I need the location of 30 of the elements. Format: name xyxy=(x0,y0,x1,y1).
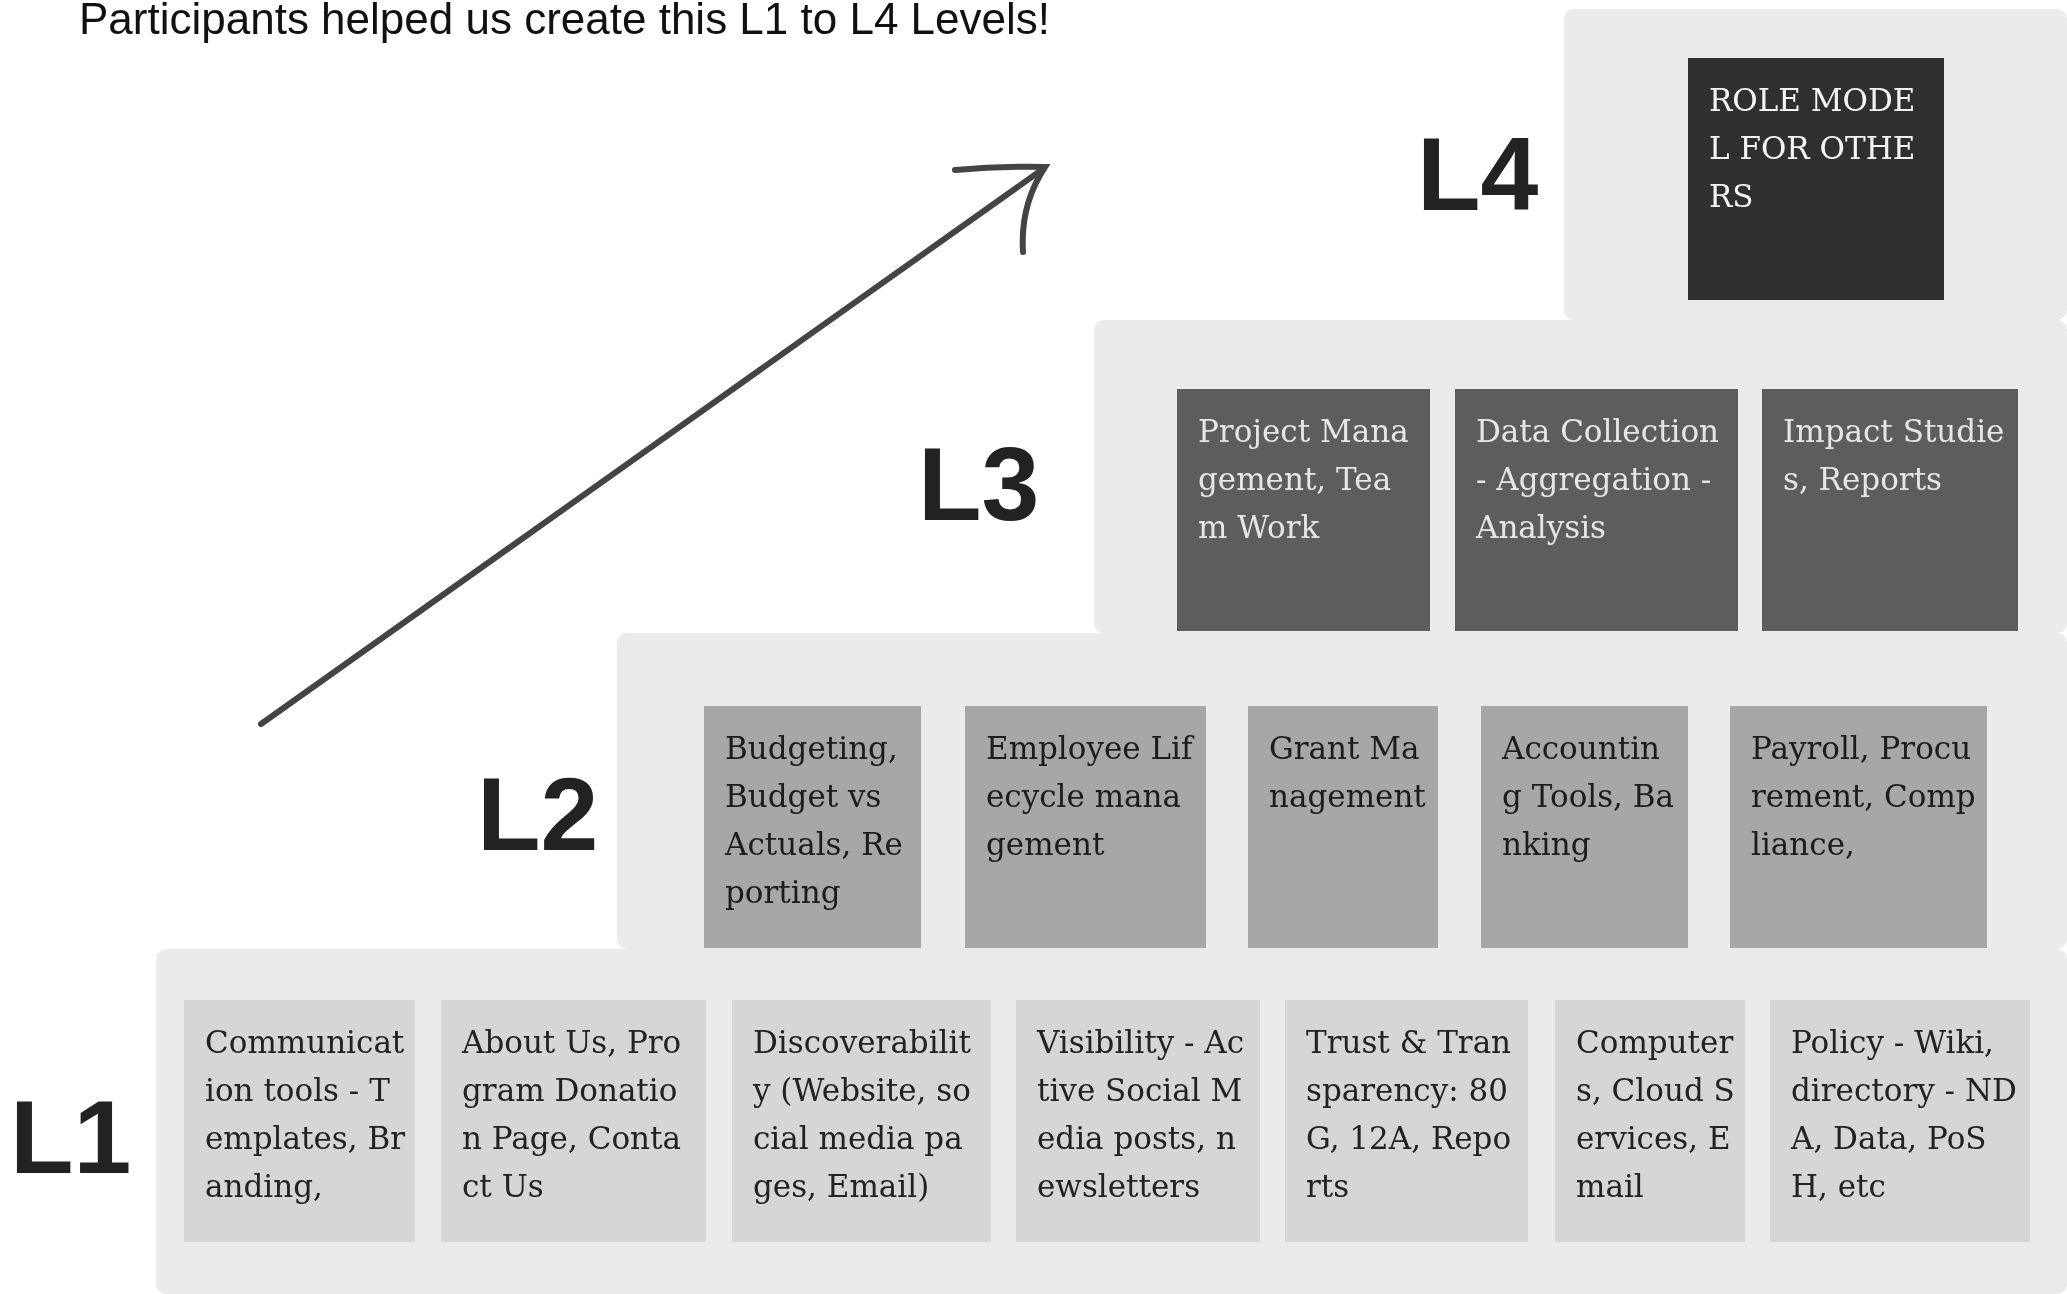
card-text: Accounting Tools, Banking xyxy=(1502,729,1676,864)
card-text: Budgeting, Budget vs Actuals, Reporting xyxy=(725,729,904,912)
skill-card xyxy=(1481,706,1688,948)
skill-card xyxy=(1730,706,1987,948)
level-label: L2 xyxy=(477,762,599,866)
skill-card xyxy=(704,706,921,948)
card-text: Payroll, Procurement, Compliance, xyxy=(1751,729,1977,864)
card-text: Discoverability (Website, social media pages, Email) xyxy=(753,1023,972,1206)
card-text: Employee Lifecycle management xyxy=(986,729,1196,864)
level-label: L1 xyxy=(10,1085,132,1189)
card-text: Impact Studies, Reports xyxy=(1783,412,2006,499)
card-text: Policy - Wiki, directory - NDA, Data, PoSH, etc xyxy=(1791,1023,2018,1206)
skill-card xyxy=(1248,706,1438,948)
card-text: Communication tools - Templates, Branding, xyxy=(205,1023,405,1206)
skill-card xyxy=(1688,58,1944,300)
skill-card xyxy=(1455,389,1738,631)
card-text: Project Management, Team Work xyxy=(1198,412,1410,547)
level-label: L4 xyxy=(1417,122,1539,226)
card-text: About Us, Program Donation Page, Contact Us xyxy=(462,1023,683,1206)
card-text: Visibility - Active Social Media posts, newsletters xyxy=(1037,1023,1246,1206)
card-text: Grant Management xyxy=(1269,729,1427,816)
card-text: Computers, Cloud Services, Email xyxy=(1576,1023,1735,1206)
card-text: Trust & Transparency: 80G, 12A, Reports xyxy=(1306,1023,1513,1206)
card-text: Data Collection - Aggregation - Analysis xyxy=(1476,412,1721,547)
skill-card xyxy=(1177,389,1430,631)
level-label: L3 xyxy=(918,432,1040,536)
card-text: ROLE MODEL FOR OTHERS xyxy=(1709,81,1917,216)
title: Participants helped us create this L1 to L4 Levels! xyxy=(79,0,1051,44)
skill-card xyxy=(965,706,1206,948)
skill-card xyxy=(1762,389,2018,631)
